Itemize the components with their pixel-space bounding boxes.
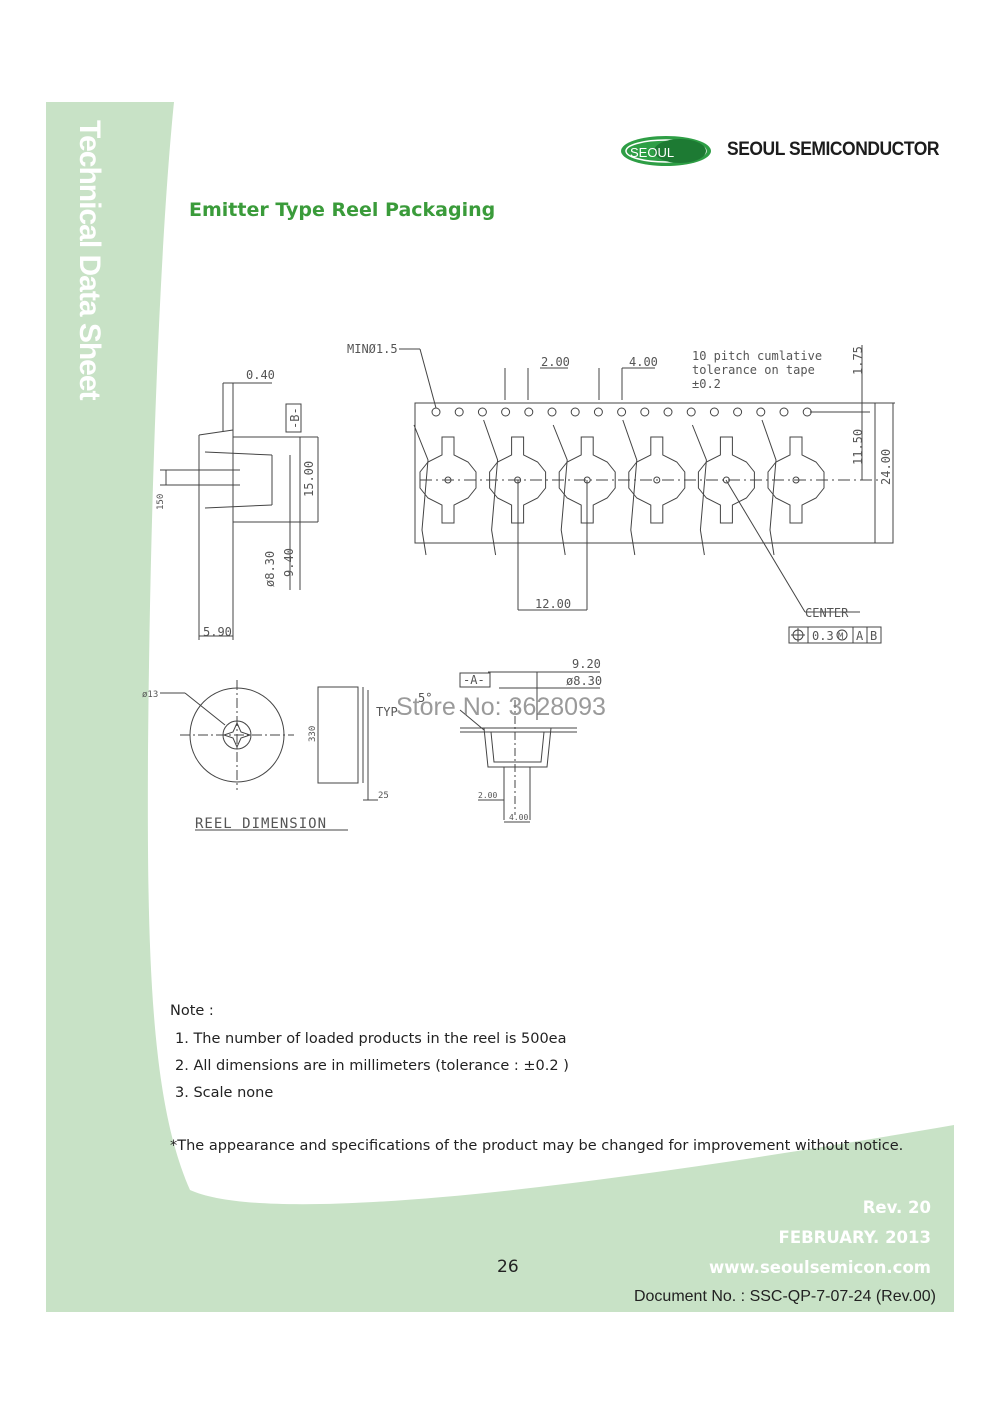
svg-text:4.00: 4.00 <box>509 813 528 822</box>
pocket-center-hole <box>792 476 800 484</box>
sprocket-hole <box>617 407 627 417</box>
tape-pocket <box>697 436 755 524</box>
svg-text:ø8.30: ø8.30 <box>263 551 277 587</box>
sprocket-holes <box>431 407 812 417</box>
svg-text:24.00: 24.00 <box>879 449 893 485</box>
tape-side-wall <box>622 419 638 556</box>
tape-pockets <box>413 419 825 556</box>
svg-text:tolerance on tape: tolerance on tape <box>692 363 815 377</box>
svg-text:0.40: 0.40 <box>246 368 275 382</box>
svg-text:1.75: 1.75 <box>851 346 865 375</box>
sidebar-title: Technical Data Sheet <box>73 120 106 401</box>
logo-badge-text: SEOUL <box>630 145 674 160</box>
svg-text:REEL DIMENSION: REEL DIMENSION <box>195 816 327 832</box>
svg-text:0.3: 0.3 <box>812 629 834 643</box>
document-number: Document No. : SSC-QP-7-07-24 (Rev.00) <box>633 1288 936 1305</box>
tape-pocket <box>628 436 686 524</box>
sprocket-hole <box>570 407 580 417</box>
tape-side-wall <box>761 419 777 556</box>
sprocket-hole <box>733 407 743 417</box>
svg-text:10 pitch cumlative: 10 pitch cumlative <box>692 349 822 363</box>
svg-text:ø8.30: ø8.30 <box>566 674 602 688</box>
sprocket-hole <box>501 407 511 417</box>
page-number: 26 <box>497 1257 519 1277</box>
svg-text:2.00: 2.00 <box>478 791 497 800</box>
pocket-center-hole <box>653 476 661 484</box>
tape-pocket <box>558 436 616 524</box>
sprocket-hole <box>477 407 487 417</box>
sprocket-hole <box>547 407 557 417</box>
note-item-1: 1. The number of loaded products in the … <box>175 1031 567 1047</box>
svg-text:5.90: 5.90 <box>203 625 232 639</box>
sidebar-band <box>46 102 954 1312</box>
svg-text:2.00: 2.00 <box>541 355 570 369</box>
sprocket-hole <box>756 407 766 417</box>
sprocket-hole <box>640 407 650 417</box>
svg-text:A: A <box>856 629 864 643</box>
svg-text:5°: 5° <box>418 691 432 705</box>
svg-text:150: 150 <box>156 494 166 510</box>
svg-text:-B-: -B- <box>288 407 302 429</box>
footer-revision: Rev. 20 <box>862 1198 931 1217</box>
note-item-2: 2. All dimensions are in millimeters (to… <box>175 1058 569 1074</box>
tape-side-wall <box>483 419 499 556</box>
svg-text:15.00: 15.00 <box>302 461 316 497</box>
svg-text:25: 25 <box>378 791 389 801</box>
tape-pocket <box>489 436 547 524</box>
brand-name: SEOUL SEMICONDUCTOR <box>727 139 940 160</box>
tape-side-wall <box>413 424 429 556</box>
sprocket-hole <box>593 407 603 417</box>
svg-text:9.40: 9.40 <box>282 548 296 577</box>
tape-pocket <box>767 436 825 524</box>
notes-label: Note : <box>170 1003 214 1019</box>
footer-website[interactable]: www.seoulsemicon.com <box>709 1258 931 1277</box>
svg-text:TYP: TYP <box>376 705 398 719</box>
svg-text:12.00: 12.00 <box>535 597 571 611</box>
svg-text:B: B <box>870 629 877 643</box>
tape-side-wall <box>691 424 707 556</box>
seoul-logo: SEOUL <box>621 136 711 166</box>
svg-text:CENTER: CENTER <box>805 606 849 620</box>
footer-date: FEBRUARY. 2013 <box>778 1228 931 1247</box>
svg-text:9.20: 9.20 <box>572 657 601 671</box>
svg-text:MINØ1.5: MINØ1.5 <box>347 342 398 356</box>
store-watermark: Store No: 3628093 <box>396 693 606 721</box>
svg-text:Technical Data Sheet: Technical Data Sheet <box>73 120 106 401</box>
sprocket-hole <box>663 407 673 417</box>
page-heading: Emitter Type Reel Packaging <box>189 199 496 221</box>
sprocket-hole <box>431 407 441 417</box>
tape-side-wall <box>552 424 568 556</box>
svg-text:-A-: -A- <box>463 673 485 687</box>
sprocket-hole <box>709 407 719 417</box>
svg-text:330: 330 <box>308 726 318 742</box>
tape-pocket <box>419 436 477 524</box>
svg-text:ø13: ø13 <box>142 690 158 700</box>
sprocket-hole <box>454 407 464 417</box>
sprocket-hole <box>686 407 696 417</box>
pocket-center-hole <box>444 476 452 484</box>
sprocket-hole <box>524 407 534 417</box>
disclaimer-text: *The appearance and specifications of th… <box>170 1138 904 1154</box>
svg-text:M: M <box>838 632 844 642</box>
svg-text:4.00: 4.00 <box>629 355 658 369</box>
note-item-3: 3. Scale none <box>175 1085 274 1101</box>
pocket-center-hole <box>722 476 730 484</box>
sprocket-hole <box>779 407 789 417</box>
svg-text:±0.2: ±0.2 <box>692 377 721 391</box>
svg-text:11.50: 11.50 <box>851 429 865 465</box>
